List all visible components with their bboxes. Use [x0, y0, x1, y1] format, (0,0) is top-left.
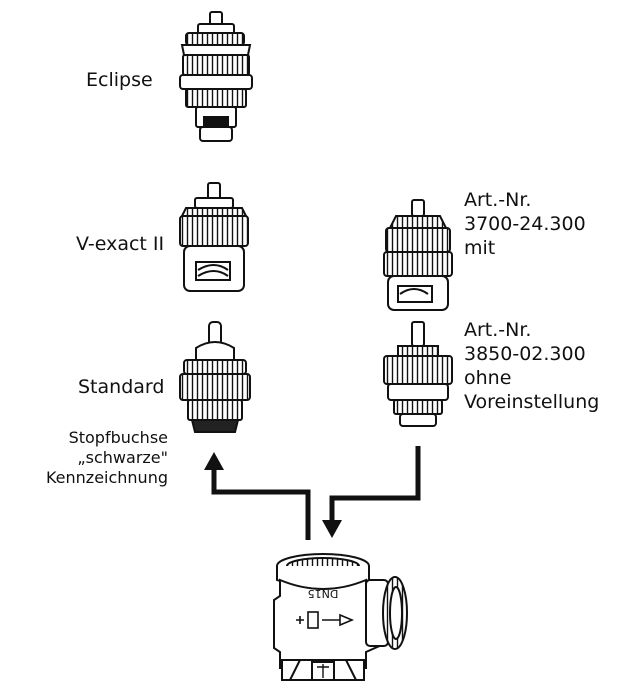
arrow-to-standard	[214, 468, 308, 540]
label-art-3850-line3: ohne	[464, 366, 599, 390]
label-v-exact: V-exact II	[76, 232, 164, 256]
valve-body-image: DN15	[274, 554, 407, 680]
label-eclipse: Eclipse	[86, 68, 153, 92]
label-stopfbuchse-line2: „schwarze"	[0, 448, 168, 468]
label-art-3850-line2: 3850-02.300	[464, 342, 599, 366]
label-stopfbuchse-line3: Kennzeichnung	[0, 468, 168, 488]
label-art-3700: Art.-Nr. 3700-24.300 mit	[464, 188, 586, 260]
label-art-3700-line1: Art.-Nr.	[464, 188, 586, 212]
arrow-from-3850-head	[322, 520, 342, 538]
label-art-3700-line3: mit	[464, 236, 586, 260]
label-stopfbuchse-line1: Stopfbuchse	[0, 428, 168, 448]
label-stopfbuchse: Stopfbuchse „schwarze" Kennzeichnung	[0, 428, 168, 488]
label-art-3850-line1: Art.-Nr.	[464, 318, 599, 342]
flow-arrows	[214, 446, 418, 540]
arrow-from-3850	[332, 446, 418, 522]
label-art-3850-line4: Voreinstellung	[464, 390, 599, 414]
standard-insert-image	[180, 322, 250, 432]
arrow-to-standard-head	[204, 452, 224, 470]
art-3700-insert-image	[384, 200, 452, 310]
label-art-3850: Art.-Nr. 3850-02.300 ohne Voreinstellung	[464, 318, 599, 414]
label-art-3700-line2: 3700-24.300	[464, 212, 586, 236]
v-exact-insert-image	[180, 183, 248, 291]
eclipse-insert-image	[180, 12, 252, 141]
label-standard: Standard	[78, 375, 164, 399]
art-3850-insert-image	[384, 322, 452, 426]
valve-size-marking: DN15	[308, 587, 339, 600]
